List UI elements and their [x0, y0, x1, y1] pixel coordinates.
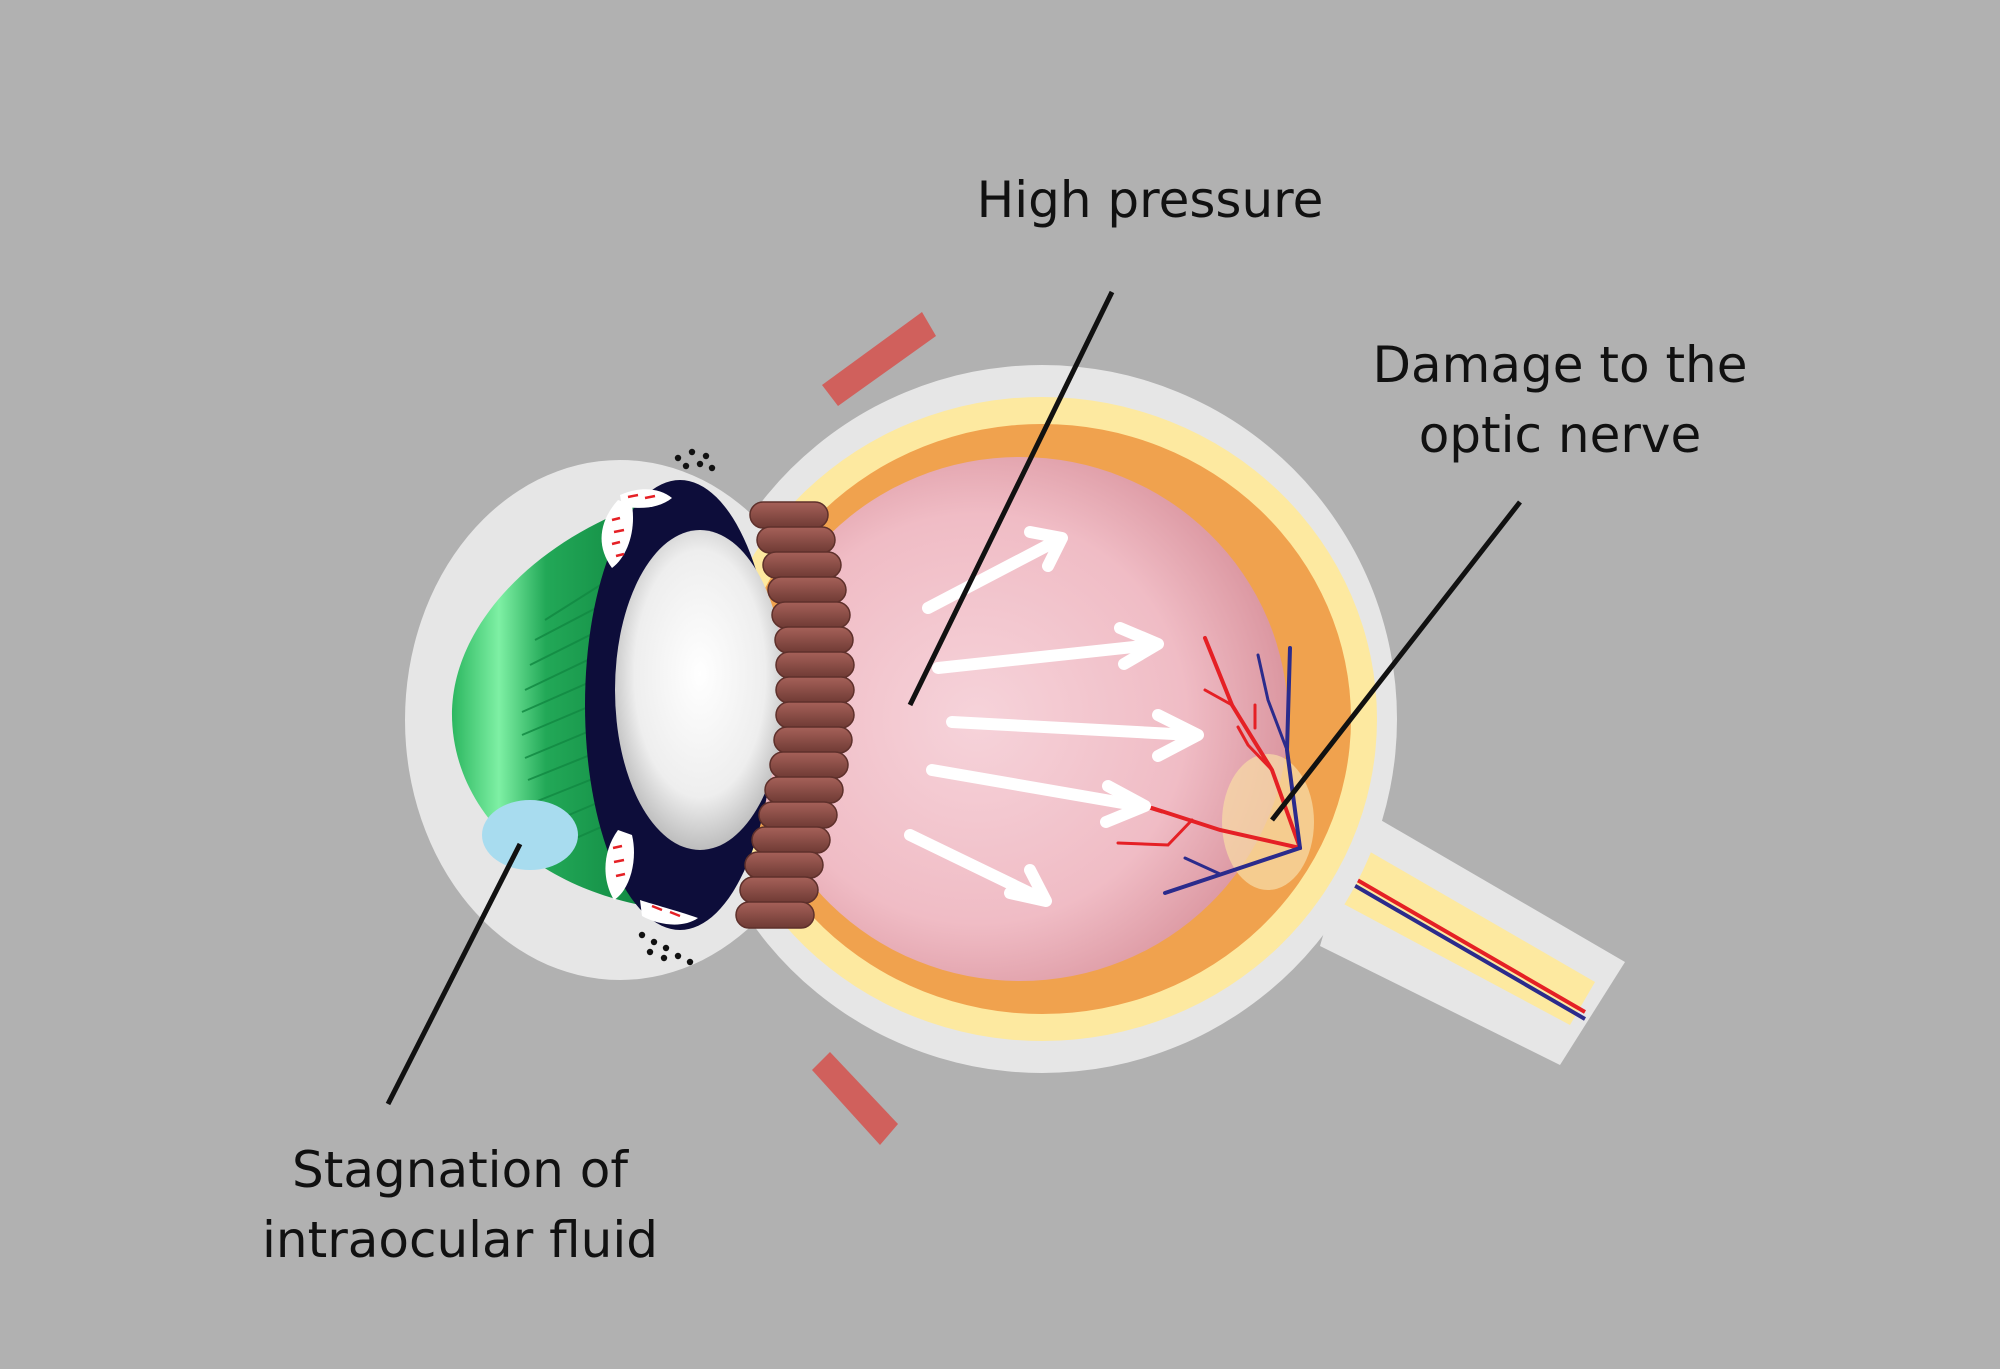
ciliary-body [735, 501, 855, 929]
label-optic-damage-line2: optic nerve [1418, 406, 1702, 464]
leader-optic-damage [1270, 500, 1522, 822]
label-stagnation-line2: intraocular fluid [262, 1211, 658, 1269]
lens [615, 530, 785, 850]
label-high-pressure-text: High pressure [976, 171, 1324, 229]
label-optic-damage: Damage to the optic nerve [1300, 330, 1820, 470]
stagnant-fluid [482, 800, 578, 870]
drainage-dots-bottom [638, 931, 694, 966]
drainage-blockage-top [601, 489, 672, 568]
pressure-arrows [904, 526, 1204, 907]
leader-high-pressure [907, 290, 1115, 707]
upper-muscle [822, 312, 936, 406]
drainage-blockage-bottom [605, 830, 698, 925]
label-stagnation: Stagnation of intraocular fluid [200, 1135, 720, 1275]
label-stagnation-line1: Stagnation of [292, 1141, 628, 1199]
label-high-pressure: High pressure [880, 165, 1420, 235]
lower-muscle [812, 1052, 898, 1145]
label-optic-damage-line1: Damage to the [1372, 336, 1748, 394]
leader-stagnation [385, 842, 523, 1106]
vitreous-body [752, 457, 1288, 981]
drainage-dots-top [674, 448, 716, 472]
